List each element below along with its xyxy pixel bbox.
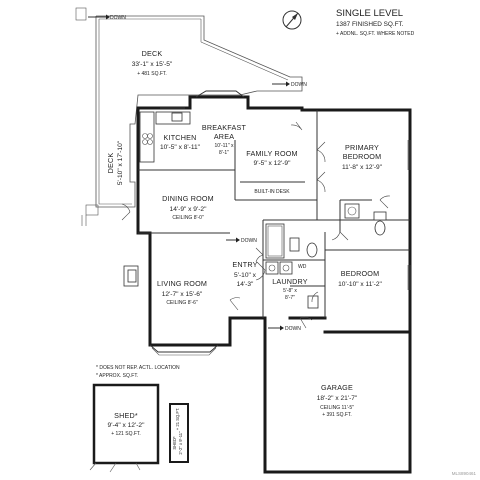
deck-side-dims: 5'-10" x 17'-10" [117, 140, 124, 185]
living-room-ceiling: CEILING 8'-6" [166, 300, 198, 306]
entry-dims1: 5'-10" x [234, 272, 257, 279]
shed-extra: + 121 SQ.FT. [111, 431, 141, 437]
deck-name: DECK [142, 49, 163, 58]
bedroom-name: BEDROOM [341, 269, 380, 278]
primary-bedroom-dims: 11'-8" x 12'-9" [342, 164, 383, 171]
finished-sqft: 1387 FINISHED SQ.FT. [336, 21, 404, 28]
family-room-name: FAMILY ROOM [246, 149, 297, 158]
deck-dims: 33'-1" x 15'-5" [132, 61, 173, 68]
shed-small-name: SHED* [172, 436, 177, 450]
bedroom-dims: 10'-10" x 11'-2" [338, 281, 382, 288]
deck-side-name: DECK [106, 153, 115, 174]
down-label-garage: DOWN [285, 326, 301, 332]
kitchen-dims: 10'-5" x 8'-11" [160, 144, 201, 151]
garage-dims: 18'-2" x 21'-7" [317, 395, 358, 402]
compass-icon [282, 10, 302, 30]
dining-room-dims: 14'-9" x 9'-2" [170, 206, 208, 213]
laundry-dims1: 5'-8" x [283, 288, 297, 294]
built-in-desk-label: BUILT-IN DESK [254, 189, 290, 195]
shed-small-extra: + 21 SQ.FT. [175, 408, 180, 430]
breakfast-dims1: 10'-11" x [214, 143, 234, 149]
entry-name: ENTRY [232, 260, 257, 269]
down-label-top: DOWN [110, 15, 126, 21]
fireplace-icon [123, 265, 139, 287]
laundry-dims2: 8'-7" [285, 295, 295, 301]
note-location: * DOES NOT REP. ACTL. LOCATION [96, 365, 180, 371]
shed-name: SHED* [114, 411, 138, 420]
kitchen-fixtures [139, 111, 191, 163]
windows [149, 90, 411, 356]
wd-label: WD [298, 264, 307, 270]
plan-title: SINGLE LEVEL [336, 8, 403, 19]
breakfast-name2: AREA [214, 132, 234, 141]
laundry-name: LAUNDRY [272, 277, 308, 286]
shed-outline [89, 383, 189, 473]
house-walls [136, 95, 412, 474]
primary-bedroom-name: PRIMARY [345, 143, 379, 152]
garage-ceiling: CEILING 11'-5" [320, 405, 354, 411]
laundry-fixtures [265, 261, 319, 309]
listing-id: MLS890461 [452, 471, 477, 476]
doors [121, 121, 391, 329]
breakfast-name: BREAKFAST [202, 123, 247, 132]
shed-small-dims: 2'-2" x 9'-11" [178, 431, 183, 455]
garage-extra: + 391 SQ.FT. [322, 412, 352, 418]
down-label-deck: DOWN [291, 82, 307, 88]
primary-bedroom-name2: BEDROOM [343, 152, 382, 161]
living-room-name: LIVING ROOM [157, 279, 207, 288]
kitchen-name: KITCHEN [164, 133, 197, 142]
deck-outline [75, 7, 303, 226]
dining-room-name: DINING ROOM [162, 194, 214, 203]
note-approx: * APPROX. SQ.FT. [96, 373, 138, 379]
down-label-entry: DOWN [241, 238, 257, 244]
dining-room-ceiling: CEILING 8'-0" [172, 215, 204, 221]
living-room-dims: 12'-7" x 15'-6" [162, 291, 203, 298]
breakfast-dims2: 8'-1" [219, 150, 229, 156]
bathroom-fixtures [265, 203, 387, 259]
addnl-sqft-note: + ADDNL. SQ.FT. WHERE NOTED [336, 31, 415, 37]
deck-extra: + 481 SQ.FT. [137, 71, 167, 77]
garage-name: GARAGE [321, 383, 353, 392]
family-room-dims: 9'-5" x 12'-9" [254, 160, 292, 167]
shed-dims: 9'-4" x 12'-2" [108, 422, 146, 429]
entry-dims2: 14'-3" [237, 281, 254, 288]
down-arrows [88, 14, 290, 331]
